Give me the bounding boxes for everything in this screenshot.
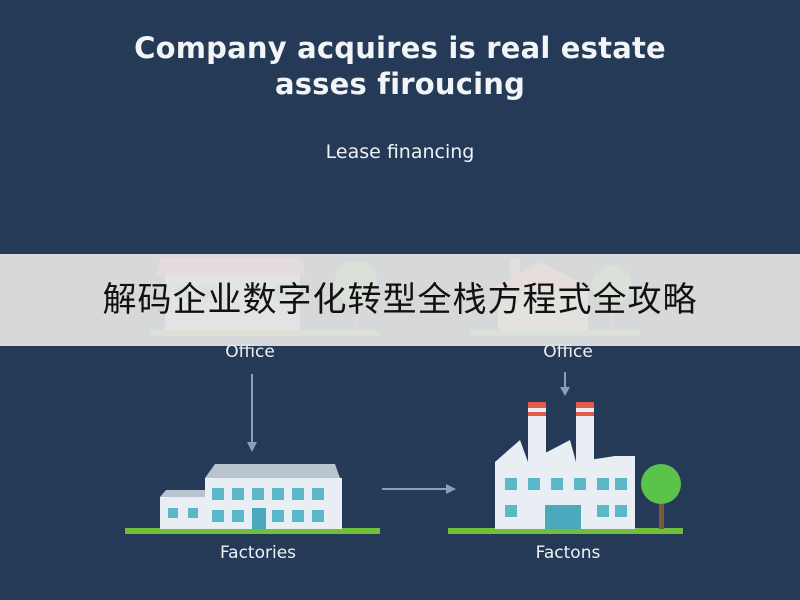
title-line-1: Company acquires is real estate xyxy=(134,31,666,65)
page-subtitle: Lease financing xyxy=(325,141,475,163)
overlay-banner: 解码企业数字化转型全栈方程式全攻略 xyxy=(0,254,800,346)
banner-text: 解码企业数字化转型全栈方程式全攻略 xyxy=(102,280,698,320)
left-factory-building xyxy=(125,464,380,534)
arrow-down-left-icon xyxy=(247,374,257,452)
right-factories-label: Factons xyxy=(535,543,601,563)
right-office-label: Office xyxy=(543,342,593,362)
arrow-right-icon xyxy=(382,484,456,494)
factory-tree-icon xyxy=(641,464,681,529)
page-title: Company acquires is real estate asses fi… xyxy=(0,30,800,102)
right-factory-building xyxy=(448,402,683,534)
arrow-down-right-icon xyxy=(560,372,570,396)
left-factories-label: Factories xyxy=(219,543,297,563)
left-office-label: Office xyxy=(225,342,275,362)
title-line-2: asses firoucing xyxy=(274,67,526,101)
